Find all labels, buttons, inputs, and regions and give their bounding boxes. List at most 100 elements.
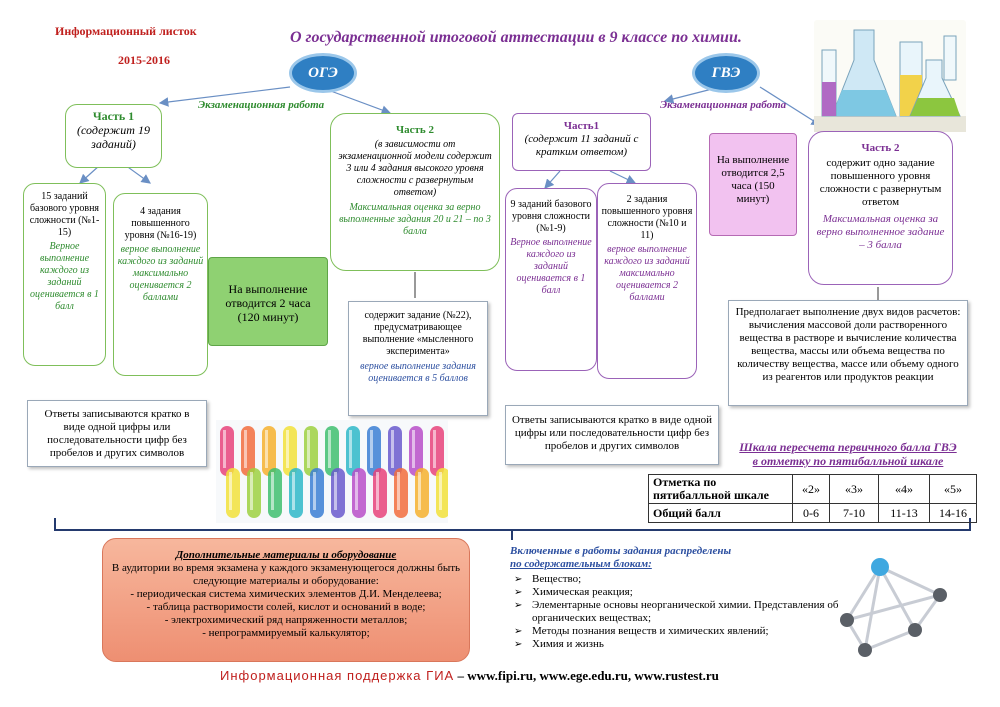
blocks-list: Вещество; Химическая реакция; Элементарн… bbox=[510, 573, 840, 651]
gve-advanced-text: 2 задания повышенного уровня сложности (… bbox=[601, 194, 693, 241]
oge-part2-score: Максимальная оценка за верно выполненные… bbox=[339, 202, 491, 237]
scale-table-wrap: Отметка по пятибалльной шкале «2» «3» «4… bbox=[648, 474, 977, 523]
test-tube-highlight bbox=[286, 430, 289, 468]
gve-part2-box: Часть 2 содержит одно задание повышенног… bbox=[808, 131, 953, 285]
test-tube-highlight bbox=[376, 472, 379, 510]
oge-part1-title: Часть 1 bbox=[92, 109, 135, 123]
materials-item: - таблица растворимости солей, кислот и … bbox=[146, 601, 426, 613]
exam-label-oge: Экзаменационная работа bbox=[198, 99, 325, 111]
oge-answers-box: Ответы записываются кратко в виде одной … bbox=[27, 400, 207, 467]
test-tube-highlight bbox=[244, 430, 247, 468]
oge-part2-title: Часть 2 bbox=[396, 124, 434, 136]
test-tube bbox=[415, 468, 429, 518]
materials-title: Дополнительные материалы и оборудование bbox=[175, 549, 397, 561]
materials-item: - периодическая система химических элеме… bbox=[130, 588, 442, 600]
test-tube-highlight bbox=[313, 472, 316, 510]
test-tube-highlight bbox=[265, 430, 268, 468]
test-tube-highlight bbox=[328, 430, 331, 468]
gve-answers-text: Ответы записываются кратко в виде одной … bbox=[511, 414, 713, 452]
scale-title-line2: в отметку по пятибалльной шкале bbox=[752, 454, 944, 468]
oge-basic-score: Верное выполнение каждого из заданий оце… bbox=[30, 241, 99, 312]
main-title: О государственной итоговой аттестации в … bbox=[290, 29, 742, 46]
test-tube bbox=[226, 468, 240, 518]
table-row: Общий балл 0-6 7-10 11-13 14-16 bbox=[648, 503, 977, 523]
test-tube bbox=[352, 468, 366, 518]
blocks-title-line2: по содержательным блокам: bbox=[510, 558, 652, 570]
test-tube-highlight bbox=[271, 472, 274, 510]
list-item: Элементарные основы неорганической химии… bbox=[514, 599, 840, 625]
materials-item: - непрограммируемый калькулятор; bbox=[202, 627, 370, 639]
scale-table: Отметка по пятибалльной шкале «2» «3» «4… bbox=[648, 474, 977, 523]
test-tube-highlight bbox=[349, 430, 352, 468]
test-tube-highlight bbox=[370, 430, 373, 468]
footer-support: Информационная поддержка ГИА bbox=[220, 668, 455, 683]
exam-label-gve: Экзаменационная работа bbox=[660, 99, 787, 111]
test-tube-highlight bbox=[397, 472, 400, 510]
years-label: 2015-2016 bbox=[118, 53, 170, 67]
gve-time-scroll: На выполнение отводится 2,5 часа (150 ми… bbox=[709, 133, 797, 236]
oge-advanced-score: верное выполнение каждого из заданий мак… bbox=[117, 244, 204, 303]
oge-answers-text: Ответы записываются кратко в виде одной … bbox=[44, 408, 190, 459]
grade-cell: «5» bbox=[929, 474, 977, 504]
gve-part2-detail-box: Предполагает выполнение двух видов расче… bbox=[728, 300, 968, 406]
list-item: Химия и жизнь bbox=[514, 638, 840, 651]
test-tube bbox=[394, 468, 408, 518]
test-tube-highlight bbox=[355, 472, 358, 510]
score-cell: 14-16 bbox=[929, 503, 977, 523]
score-cell: 0-6 bbox=[792, 503, 830, 523]
list-item: Методы познания веществ и химических явл… bbox=[514, 625, 840, 638]
score-cell: 11-13 bbox=[878, 503, 930, 523]
blocks-title-line1: Включенные в работы задания распределены bbox=[510, 545, 732, 557]
gve-basic-score: Верное выполнение каждого из заданий оце… bbox=[510, 237, 592, 296]
table-row: Отметка по пятибалльной шкале «2» «3» «4… bbox=[648, 474, 977, 504]
scale-title-line1: Шкала пересчета первичного балла ГВЭ bbox=[739, 440, 957, 454]
scale-title: Шкала пересчета первичного балла ГВЭ в о… bbox=[728, 440, 968, 468]
test-tubes-image bbox=[216, 420, 448, 523]
molecule-image bbox=[835, 555, 965, 665]
blocks-section: Включенные в работы задания распределены… bbox=[510, 545, 840, 651]
oge-part1-box: Часть 1 (содержит 19 заданий) bbox=[65, 104, 162, 168]
oge-task22-score: верное выполнение задания оценивается в … bbox=[360, 361, 476, 384]
test-tube bbox=[331, 468, 345, 518]
grade-cell: «3» bbox=[829, 474, 879, 504]
test-tube-highlight bbox=[439, 472, 442, 510]
oge-badge: ОГЭ bbox=[292, 56, 354, 90]
test-tube bbox=[373, 468, 387, 518]
test-tube-highlight bbox=[307, 430, 310, 468]
scale-row2-label: Общий балл bbox=[648, 503, 793, 523]
grade-cell: «2» bbox=[792, 474, 830, 504]
gve-answers-box: Ответы записываются кратко в виде одной … bbox=[505, 405, 719, 465]
gve-basic-box: 9 заданий базового уровня сложности (№1-… bbox=[505, 188, 597, 371]
test-tube bbox=[268, 468, 282, 518]
gve-part2-title: Часть 2 bbox=[861, 142, 900, 154]
gve-badge: ГВЭ bbox=[695, 56, 757, 90]
test-tube-highlight bbox=[391, 430, 394, 468]
materials-box: Дополнительные материалы и оборудование … bbox=[102, 538, 470, 662]
footer-sites: – www.fipi.ru, www.ege.edu.ru, www.ruste… bbox=[457, 668, 719, 683]
test-tube bbox=[289, 468, 303, 518]
test-tube-highlight bbox=[418, 472, 421, 510]
list-item: Химическая реакция; bbox=[514, 586, 840, 599]
oge-part2-desc: (в зависимости от экзаменационной модели… bbox=[338, 139, 492, 198]
oge-time-scroll: На выполнение отводится 2 часа (120 мину… bbox=[208, 257, 328, 346]
oge-part1-desc: (содержит 19 заданий) bbox=[77, 123, 150, 151]
test-tube-highlight bbox=[229, 472, 232, 510]
test-tube-highlight bbox=[250, 472, 253, 510]
oge-task22-text: содержит задание (№22), предусматривающе… bbox=[362, 310, 474, 357]
gve-part2-desc: содержит одно задание повышенного уровня… bbox=[819, 157, 942, 208]
gve-part2-detail-text: Предполагает выполнение двух видов расче… bbox=[735, 306, 961, 383]
footer: Информационная поддержка ГИА – www.fipi.… bbox=[220, 668, 840, 684]
gve-time-text: На выполнение отводится 2,5 часа (150 ми… bbox=[716, 154, 790, 205]
oge-basic-text: 15 заданий базового уровня сложности (№1… bbox=[29, 191, 100, 238]
scale-row1-label: Отметка по пятибалльной шкале bbox=[648, 474, 793, 504]
flasks-image bbox=[814, 20, 966, 132]
test-tube-highlight bbox=[292, 472, 295, 510]
test-tube bbox=[310, 468, 324, 518]
gve-part1-desc: (содержит 11 заданий с кратким ответом) bbox=[524, 133, 639, 158]
oge-advanced-text: 4 задания повышенного уровня (№16-19) bbox=[124, 206, 197, 241]
oge-time-text: На выполнение отводится 2 часа (120 мину… bbox=[225, 282, 311, 324]
gve-part1-title: Часть1 bbox=[563, 120, 600, 132]
gve-basic-text: 9 заданий базового уровня сложности (№1-… bbox=[510, 199, 592, 234]
test-tube-highlight bbox=[223, 430, 226, 468]
